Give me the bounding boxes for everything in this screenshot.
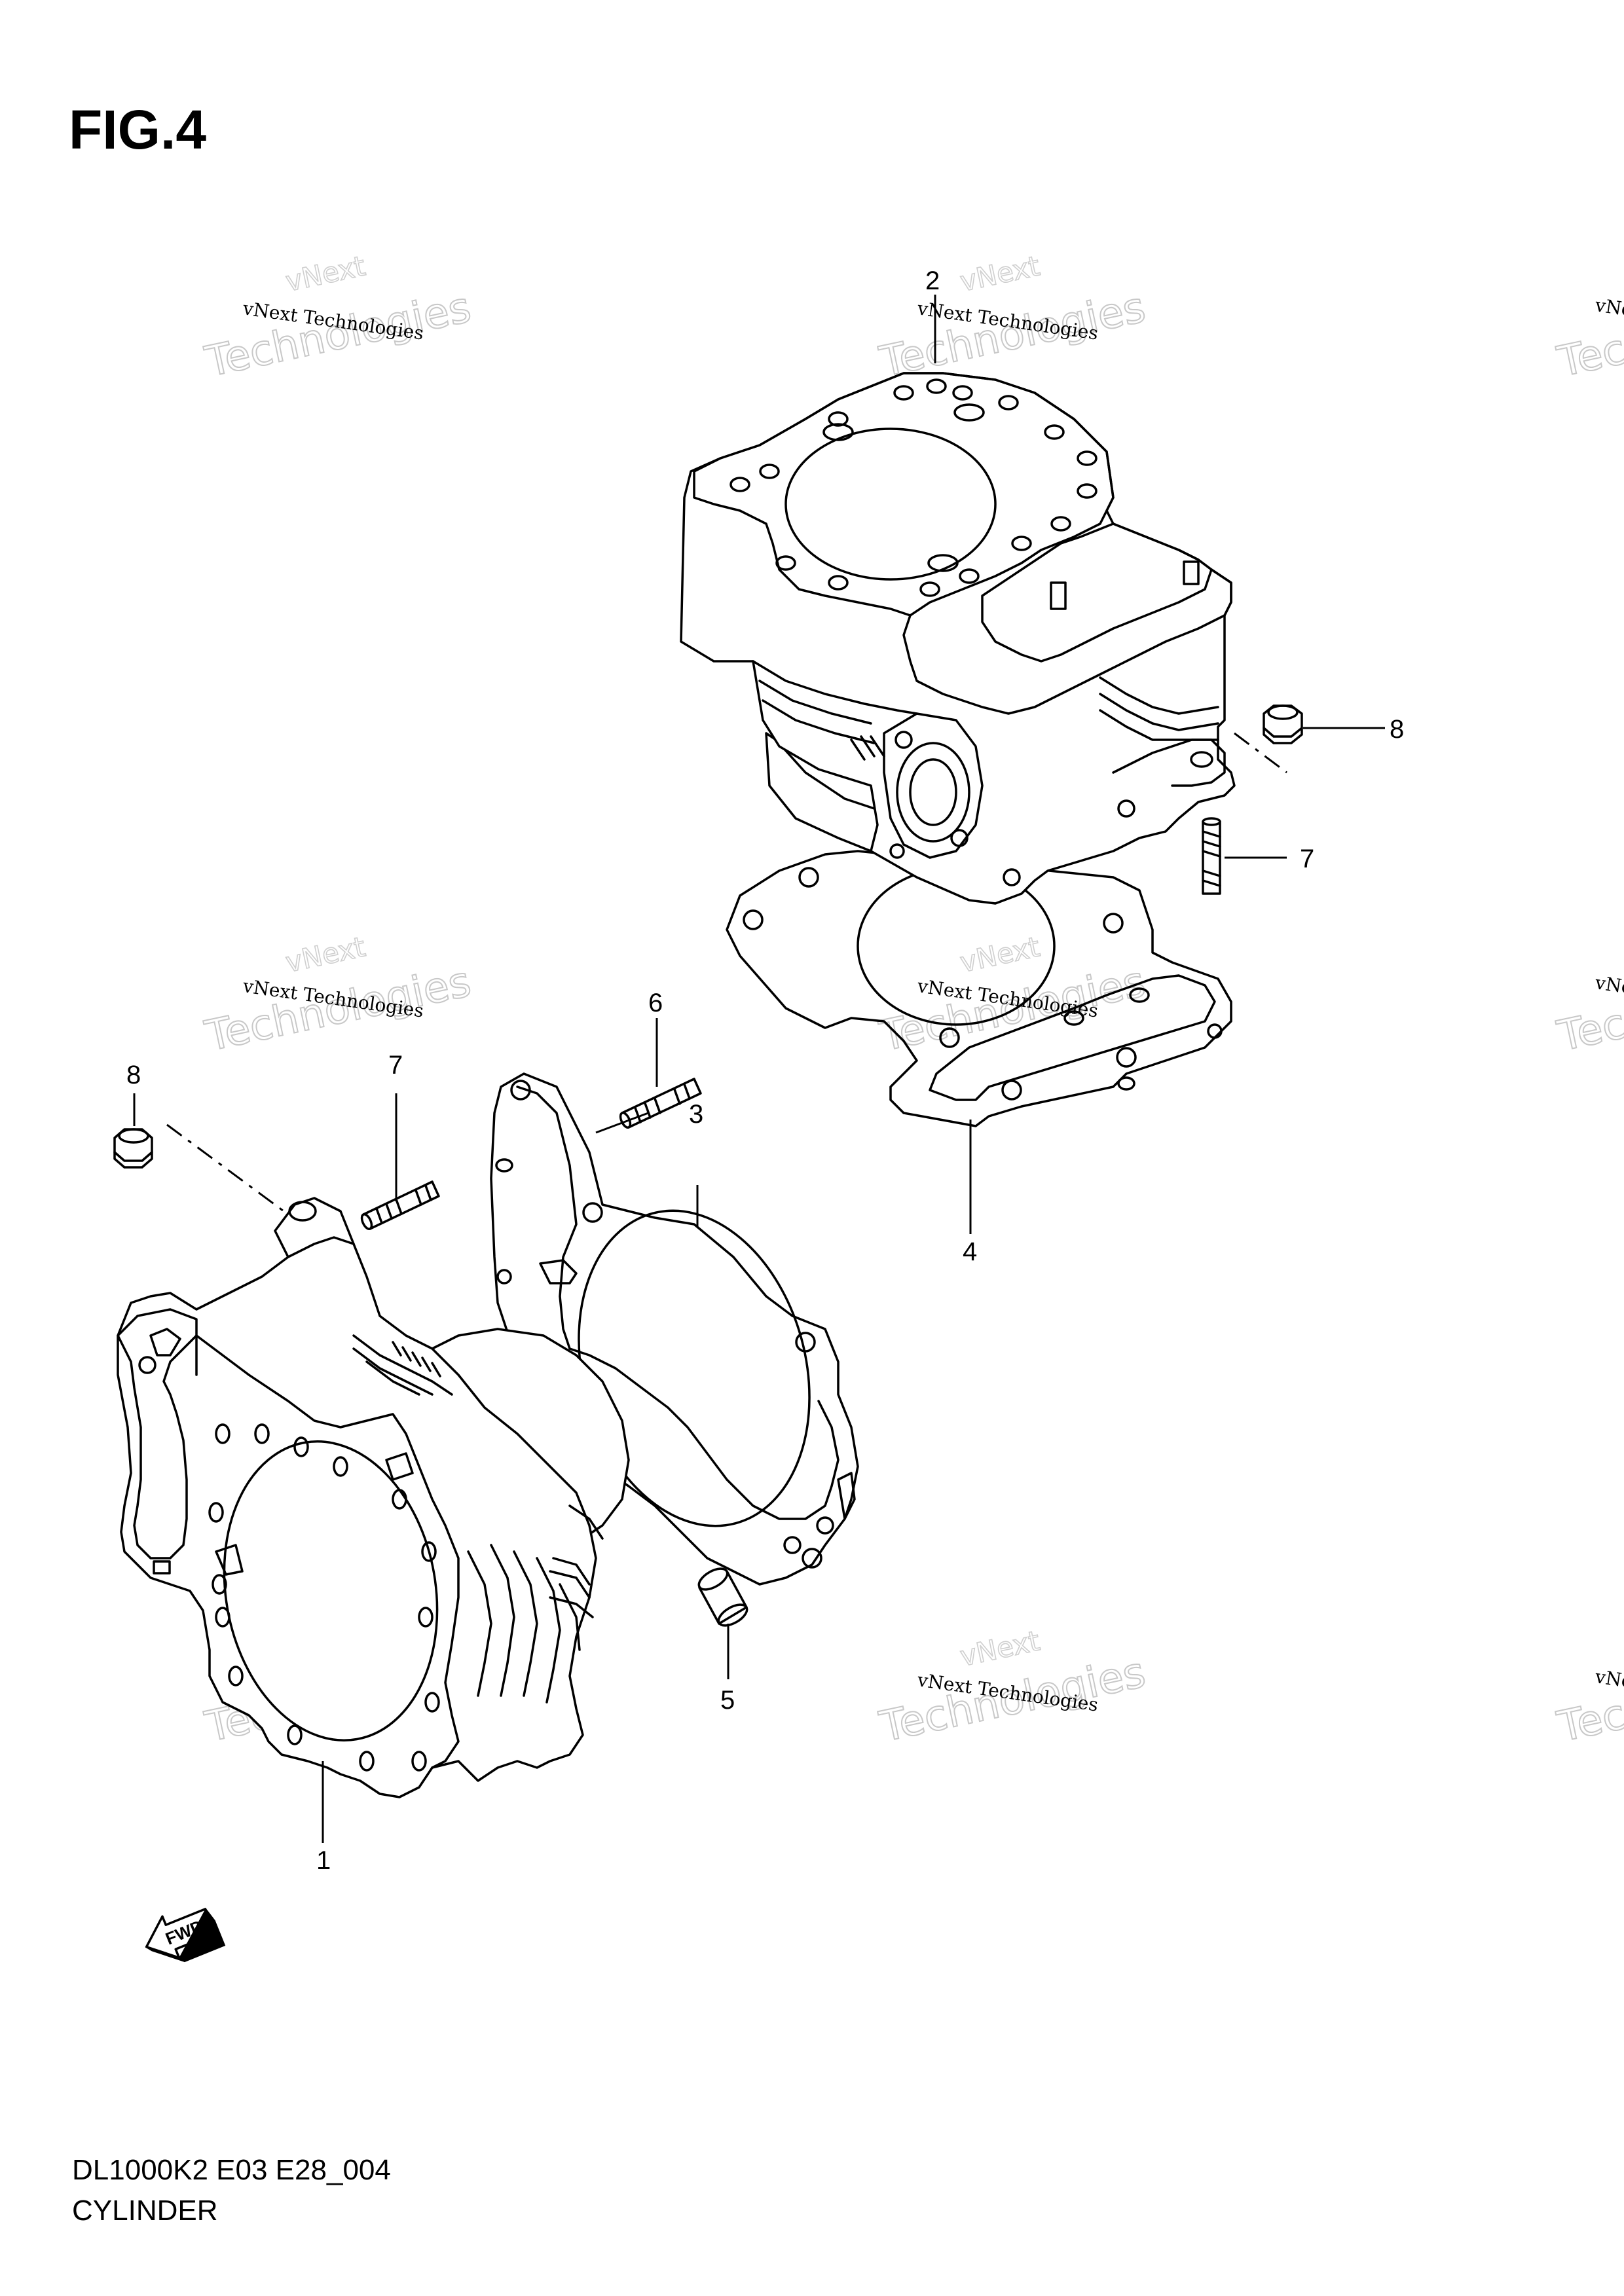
part-7-stud-bolt-lower[interactable]	[360, 1180, 440, 1230]
svg-text:Technologies: Technologies	[1553, 1649, 1624, 1752]
svg-text:Technologies: Technologies	[201, 283, 475, 387]
figure-code: DL1000K2 E03 E28_004	[72, 2154, 391, 2186]
figure-name: CYLINDER	[72, 2195, 218, 2227]
watermark: vNext Technologies vNext Technologies	[875, 249, 1151, 388]
callout-4: 4	[963, 1237, 977, 1266]
callout-6: 6	[648, 989, 663, 1017]
part-7-stud-bolt-top[interactable]	[1202, 817, 1221, 895]
figure-title: FIG.4	[69, 99, 207, 160]
callout-5: 5	[720, 1686, 735, 1715]
callout-7: 7	[1300, 845, 1314, 873]
part-8-flange-nut-top[interactable]	[1263, 704, 1303, 744]
callout-8b: 8	[126, 1061, 141, 1089]
callout-7b: 7	[388, 1051, 403, 1080]
svg-text:Technologies: Technologies	[876, 283, 1150, 387]
watermark: vNext Technologies Technologies	[1553, 957, 1624, 1062]
watermark: vNext Technologies vNext Technologies	[200, 930, 476, 1062]
watermark: vNext Technologies Technologies	[1553, 283, 1624, 388]
callout-8: 8	[1390, 715, 1404, 744]
svg-text:vNext: vNext	[283, 930, 368, 978]
part-5-dowel-pin[interactable]	[695, 1565, 750, 1630]
callout-1: 1	[316, 1846, 331, 1875]
svg-text:vNext: vNext	[957, 249, 1043, 297]
callout-3: 3	[689, 1100, 703, 1129]
leader-lines	[133, 295, 1385, 1843]
watermark: vNext Technologies vNext Technologies	[875, 1624, 1151, 1753]
watermark: vNext Technologies Technologies	[1553, 1648, 1624, 1753]
watermark: vNext Technologies vNext Technologies	[875, 930, 1151, 1062]
part-1-front-cylinder[interactable]	[117, 1197, 630, 1798]
part-8-flange-nut-lower[interactable]	[113, 1128, 153, 1169]
fwd-arrow-icon: FWD	[145, 1908, 226, 1963]
svg-text:vNext: vNext	[283, 249, 368, 297]
svg-text:vNext: vNext	[957, 1624, 1043, 1672]
callout-labels: 2 8 7 4 3 6 7 8 1 5	[126, 266, 1404, 1875]
part-2-rear-cylinder[interactable]	[680, 372, 1236, 905]
svg-text:Technologies: Technologies	[1553, 958, 1624, 1061]
callout-2: 2	[925, 266, 940, 295]
svg-text:vNext: vNext	[957, 930, 1043, 978]
watermark: vNext Technologies vNext Technologies	[200, 249, 476, 388]
